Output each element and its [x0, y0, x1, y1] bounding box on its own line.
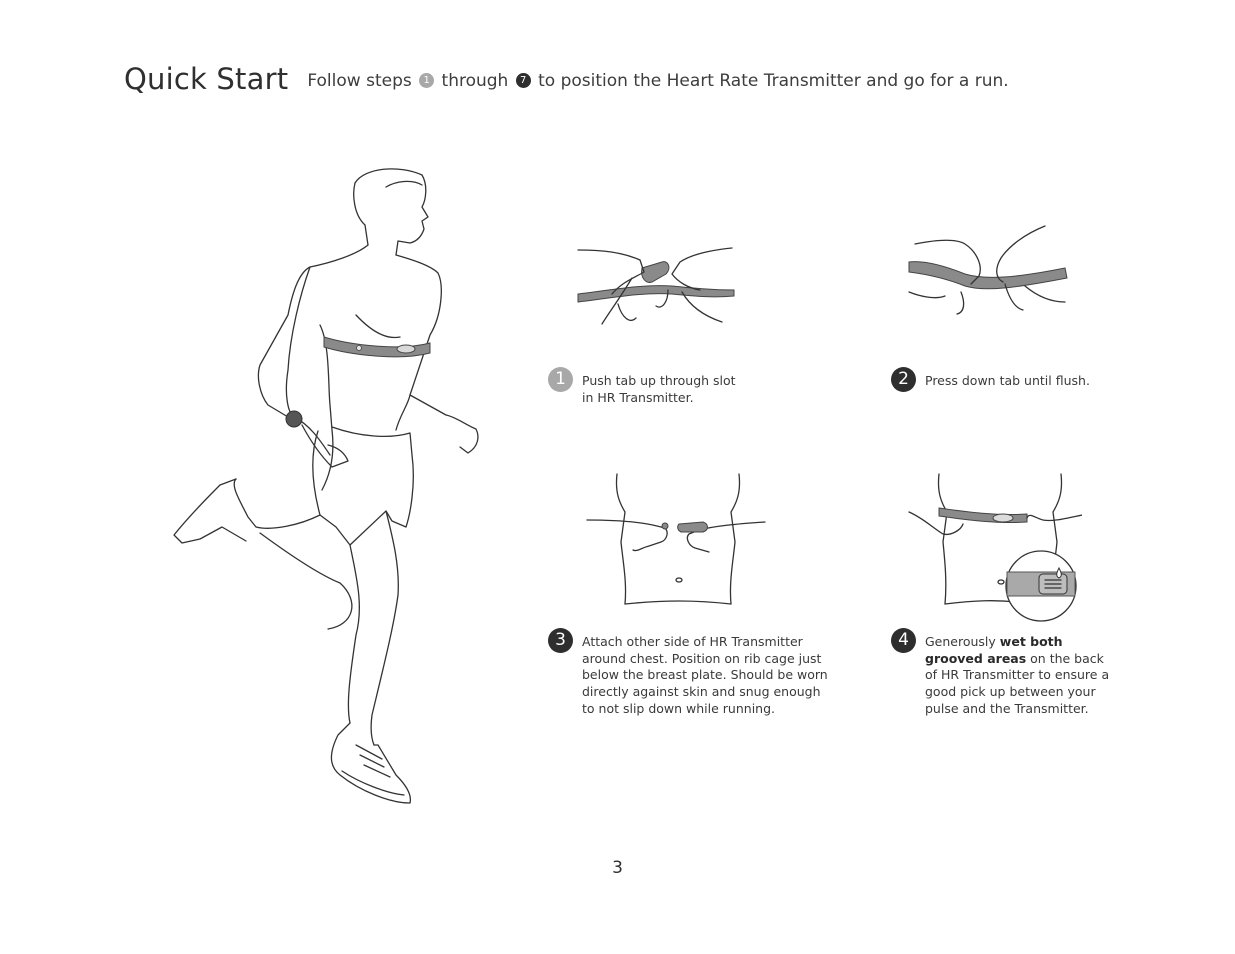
subtitle-after: to position the Heart Rate Transmitter a…	[538, 71, 1009, 91]
last-step-badge: 7	[515, 72, 531, 88]
step-4: 4 Generously wet both grooved areas on t…	[891, 628, 1111, 718]
step-2-badge: 2	[891, 367, 916, 392]
step-1-text: Push tab up through slot in HR Transmitt…	[582, 373, 736, 405]
step-2: 2 Press down tab until flush.	[891, 367, 1111, 392]
page-number: 3	[612, 858, 623, 878]
page-title: Quick Start	[124, 62, 289, 96]
step-3-text: Attach other side of HR Transmitter arou…	[582, 634, 828, 716]
step-1-badge: 1	[548, 367, 573, 392]
step-4-text-before: Generously	[925, 634, 996, 649]
first-step-badge: 1	[419, 72, 435, 88]
page-subtitle: Follow steps 1 through 7 to position the…	[307, 71, 1008, 91]
step-2-text: Press down tab until flush.	[925, 373, 1090, 388]
step-3: 3 Attach other side of HR Transmitter ar…	[548, 628, 833, 718]
page-header: Quick Start Follow steps 1 through 7 to …	[124, 62, 1009, 96]
step-1: 1 Push tab up through slot in HR Transmi…	[548, 367, 748, 406]
subtitle-middle: through	[441, 71, 509, 91]
subtitle-before: Follow steps	[307, 71, 412, 91]
step2-illustration	[908, 225, 1068, 315]
step-4-text-bold: wet both grooved areas	[925, 634, 1063, 666]
step-3-badge: 3	[548, 628, 573, 653]
step-4-badge: 4	[891, 628, 916, 653]
step4-illustration	[908, 473, 1082, 622]
step-4-text: Generously wet both grooved areas on the…	[925, 634, 1111, 718]
runner-illustration	[173, 168, 479, 804]
step-4-text-after: on the back of HR Transmitter to ensure …	[925, 650, 1110, 716]
step1-illustration	[577, 247, 735, 325]
step3-illustration	[586, 473, 766, 605]
